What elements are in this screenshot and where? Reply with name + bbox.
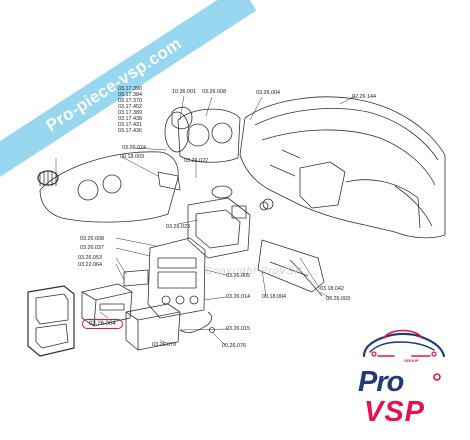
gauge-part-label: 03.17.438: [118, 116, 142, 122]
provsp-logo: GROUP Pro VSP: [352, 322, 456, 432]
center-bracket: [187, 185, 251, 259]
mounting-cage: [125, 303, 181, 351]
part-label-03-26-004-top: 03.26.004: [256, 90, 280, 96]
part-label-10-36-001: 10.36.001: [172, 89, 196, 95]
part-label-00-18-004: 00.18.004: [262, 294, 286, 300]
gauge-part-label: 03.17.389: [118, 110, 142, 116]
radio-unit: [81, 283, 133, 327]
part-label-03-22-064: 03.22.064: [78, 262, 102, 268]
small-switch: [157, 171, 274, 219]
part-label-03-26-003: 03.26.003: [326, 296, 350, 302]
part-label-03-26-079: 03.26.079: [152, 342, 176, 348]
glovebox-cover: [257, 239, 325, 293]
part-label-02-26-144: 02.26.144: [352, 94, 376, 100]
gauge-part-label: 03.17.370: [118, 98, 142, 104]
part-label-03-26-023: 03.26.023: [166, 224, 190, 230]
car-silhouette-icon: [362, 329, 446, 358]
copyright-watermark: Copyright ProVSP: [205, 266, 303, 277]
gauge-part-label: 03.17.384: [118, 92, 142, 98]
instrument-cluster: [164, 106, 241, 163]
gauge-part-label: 03.17.431: [118, 122, 142, 128]
logo-gear-icon: [433, 373, 441, 381]
part-label-03-26-053: 03.26.053: [78, 255, 102, 261]
part-label-03-26-005: 03.26.005: [226, 273, 250, 279]
part-label-03-26-004-highlighted: 03.26.004: [82, 319, 123, 329]
part-label-03-26-008-top: 03.26.008: [202, 89, 226, 95]
gauge-part-label: 03.17.390: [118, 86, 142, 92]
part-label-03-26-037: 03.26.037: [80, 245, 104, 251]
part-label-00-26-076: 00.26.076: [222, 343, 246, 349]
lower-trim: [259, 201, 323, 297]
gauge-knob: [37, 170, 59, 186]
leader-lines: [55, 95, 356, 346]
part-label-03-26-022: 03.26.022: [184, 158, 208, 164]
part-label-03-26-015: 03.26.015: [226, 326, 250, 332]
part-label-00-18-003: 00.18.003: [120, 154, 144, 160]
part-label-03-18-042: 03.18.042: [320, 286, 344, 292]
logo-word-pro: Pro: [358, 366, 404, 398]
cable: [179, 311, 215, 333]
instrument-hood: [39, 151, 179, 223]
logo-group-text: GROUP: [404, 358, 419, 363]
part-label-03-26-008: 03.26.008: [80, 236, 104, 242]
bezel-frame: [27, 285, 75, 357]
gauge-part-label: 03.17.436: [118, 128, 142, 134]
logo-word-vsp: VSP: [364, 396, 426, 428]
radio-slot-trim: [123, 269, 149, 287]
gauge-part-label: 03.17.452: [118, 104, 142, 110]
part-label-03-26-014: 03.26.014: [226, 294, 250, 300]
dashboard-panel: [239, 96, 446, 239]
part-label-03-26-024: 03.26.024: [122, 145, 146, 151]
